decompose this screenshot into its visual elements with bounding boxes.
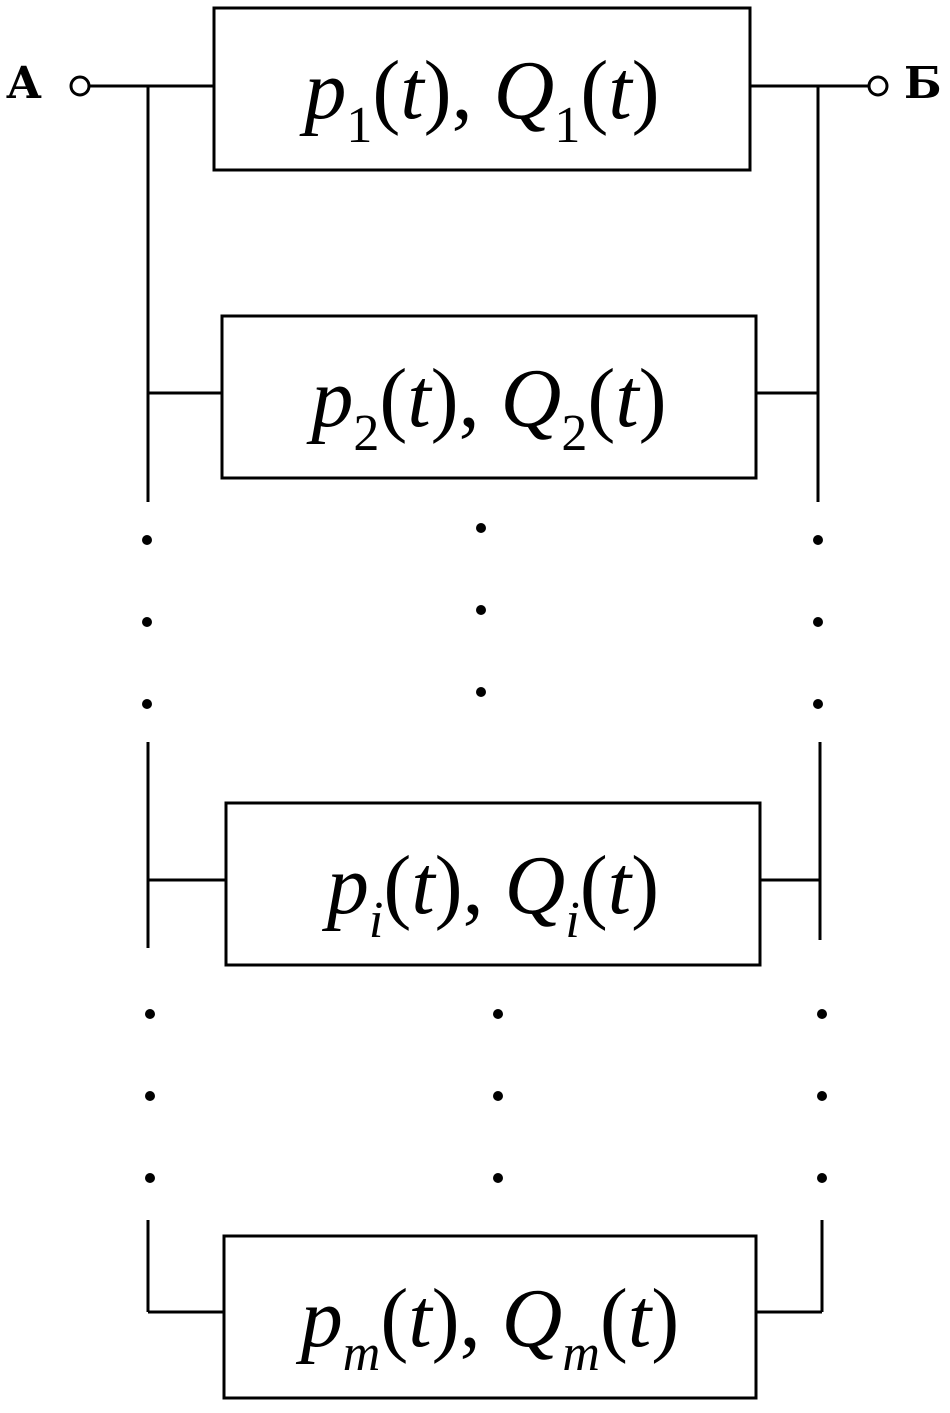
ellipsis-dot [142, 699, 152, 709]
formula-arg: t [408, 1272, 434, 1365]
formula-symbol-q: Q [502, 1272, 563, 1365]
formula-index: 2 [561, 405, 587, 462]
formula-index: 1 [346, 97, 372, 154]
ellipsis-dot [145, 1091, 155, 1101]
formula-arg: t [407, 352, 433, 445]
formula-index: m [343, 1325, 381, 1382]
formula-paren: ( [383, 839, 411, 932]
element-label-2: p2(t), Q2(t) [306, 352, 666, 462]
formula-paren: ), [431, 352, 501, 445]
ellipsis-dots [142, 523, 827, 1183]
terminal-a-node [69, 75, 91, 97]
ellipsis-dot [813, 699, 823, 709]
ellipsis-dot [817, 1009, 827, 1019]
element-box-i [224, 801, 762, 967]
formula-index: i [565, 892, 579, 949]
formula-paren: ( [600, 1272, 628, 1365]
formula-index: i [369, 892, 383, 949]
formula-paren: ( [379, 352, 407, 445]
ellipsis-dot [476, 523, 486, 533]
formula-symbol-p: p [322, 839, 369, 932]
formula-symbol-q: Q [505, 839, 566, 932]
element-box-1 [212, 6, 752, 172]
terminal-a-label: А [6, 58, 42, 109]
terminal-b-label: Б [904, 58, 942, 109]
ellipsis-dot [493, 1009, 503, 1019]
formula-paren: ) [651, 1272, 679, 1365]
formula-symbol-q: Q [501, 352, 562, 445]
formula-index: 1 [554, 97, 580, 154]
formula-arg: t [628, 1272, 654, 1365]
ellipsis-dot [142, 535, 152, 545]
formula-paren: ( [580, 44, 608, 137]
formula-symbol-p: p [299, 44, 346, 137]
formula-paren: ), [435, 839, 505, 932]
formula-paren: ), [424, 44, 494, 137]
formula-arg: t [608, 44, 634, 137]
formula-index: 2 [353, 405, 379, 462]
element-label-m: pm(t), Qm(t) [296, 1272, 679, 1382]
ellipsis-dot [813, 535, 823, 545]
ellipsis-dot [493, 1173, 503, 1183]
formula-arg: t [615, 352, 641, 445]
formula-symbol-q: Q [494, 44, 555, 137]
formula-arg: t [400, 44, 426, 137]
ellipsis-dot [476, 605, 486, 615]
ellipsis-dot [145, 1173, 155, 1183]
formula-index: m [562, 1325, 600, 1382]
formula-symbol-p: p [306, 352, 353, 445]
ellipsis-dot [813, 617, 823, 627]
ellipsis-dot [493, 1091, 503, 1101]
element-label-1: p1(t), Q1(t) [299, 44, 659, 154]
ellipsis-dot [145, 1009, 155, 1019]
formula-paren: ) [639, 352, 667, 445]
formula-paren: ) [632, 44, 660, 137]
formula-paren: ( [372, 44, 400, 137]
element-label-i: pi(t), Qi(t) [322, 839, 659, 949]
terminal-b-node [867, 75, 889, 97]
element-box-2 [220, 314, 758, 480]
ellipsis-dot [817, 1173, 827, 1183]
ellipsis-dot [142, 617, 152, 627]
formula-paren: ( [580, 839, 608, 932]
formula-arg: t [411, 839, 437, 932]
ellipsis-dot [476, 687, 486, 697]
formula-paren: ), [432, 1272, 502, 1365]
formula-paren: ( [380, 1272, 408, 1365]
formula-arg: t [608, 839, 634, 932]
formula-paren: ( [587, 352, 615, 445]
formula-symbol-p: p [296, 1272, 343, 1365]
ellipsis-dot [817, 1091, 827, 1101]
element-box-m [222, 1234, 758, 1400]
formula-paren: ) [631, 839, 659, 932]
